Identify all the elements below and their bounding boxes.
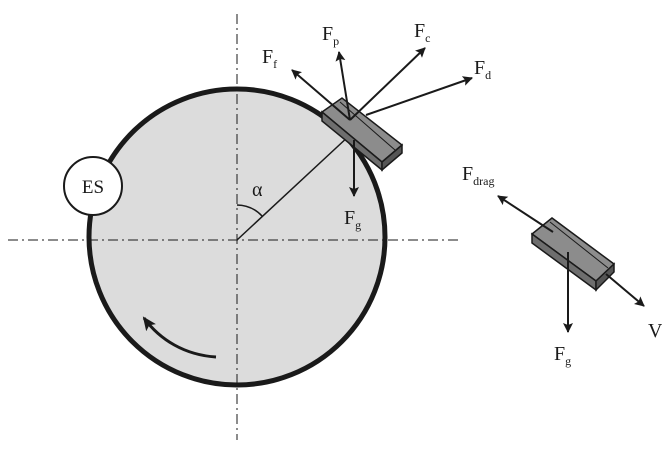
fp-arrow: [335, 51, 351, 121]
es-electrode: [63, 156, 123, 216]
fc-arrow: [349, 47, 426, 121]
fp-label: Fp: [322, 23, 339, 48]
radius-line: [236, 134, 351, 241]
fd-label: Fd: [474, 57, 491, 82]
v-arrow: [605, 273, 645, 307]
v-label: V: [648, 320, 662, 342]
fd-arrow: [365, 76, 473, 116]
fg-flight-label: Fg: [554, 343, 571, 368]
es-label: ES: [82, 177, 104, 198]
alpha-label: α: [252, 179, 263, 201]
fg-drum-label: Fg: [344, 207, 361, 232]
fdrag-label: Fdrag: [462, 163, 494, 188]
fc-label: Fc: [414, 20, 430, 45]
ff-label: Ff: [262, 46, 277, 71]
rotation-arrow: [142, 316, 217, 359]
alpha-arc: [236, 204, 263, 217]
particle-in-flight: [530, 217, 616, 292]
fdrag-arrow: [497, 195, 554, 233]
ff-arrow: [291, 69, 351, 121]
